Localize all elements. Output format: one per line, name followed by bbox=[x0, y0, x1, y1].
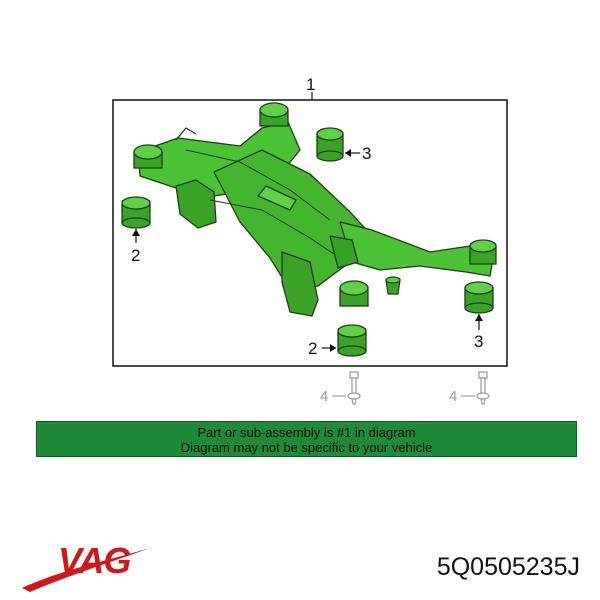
bushing-left bbox=[121, 196, 151, 229]
callout-2-left-arrow bbox=[132, 229, 140, 236]
callout-4-left: 4 bbox=[320, 388, 328, 405]
callout-3-top: 3 bbox=[362, 144, 371, 163]
bushing-bottom bbox=[337, 324, 367, 357]
small-grommet bbox=[385, 276, 401, 295]
subframe-mount-right bbox=[469, 239, 497, 265]
banner-line-1: Part or sub-assembly is #1 in diagram bbox=[197, 425, 416, 440]
part-number: 5Q0505235J bbox=[436, 553, 580, 581]
bushing-top bbox=[316, 127, 344, 162]
subframe-mount-left bbox=[133, 144, 163, 169]
bolt-right bbox=[476, 371, 490, 405]
callout-3-right: 3 bbox=[474, 332, 483, 351]
subframe-mount-top bbox=[259, 102, 289, 127]
brand-logo-text: VAG bbox=[58, 540, 131, 581]
assembly-frame bbox=[112, 99, 508, 367]
callout-4-right: 4 bbox=[449, 388, 457, 405]
callout-3-top-arrow bbox=[345, 149, 351, 157]
bolt-left bbox=[347, 371, 361, 405]
subframe-mount-center bbox=[339, 280, 369, 307]
bushing-right bbox=[464, 281, 494, 314]
banner-line-2: Diagram may not be specific to your vehi… bbox=[180, 440, 433, 455]
callout-2-bottom-arrow bbox=[330, 344, 336, 352]
brand-swoosh bbox=[22, 548, 150, 592]
callout-3-right-arrow bbox=[475, 314, 483, 321]
callout-2-left: 2 bbox=[131, 246, 140, 265]
disclaimer-banner: Part or sub-assembly is #1 in diagram Di… bbox=[36, 421, 577, 457]
callout-1: 1 bbox=[306, 75, 315, 94]
subframe bbox=[137, 121, 495, 317]
callout-2-bottom: 2 bbox=[308, 339, 317, 358]
